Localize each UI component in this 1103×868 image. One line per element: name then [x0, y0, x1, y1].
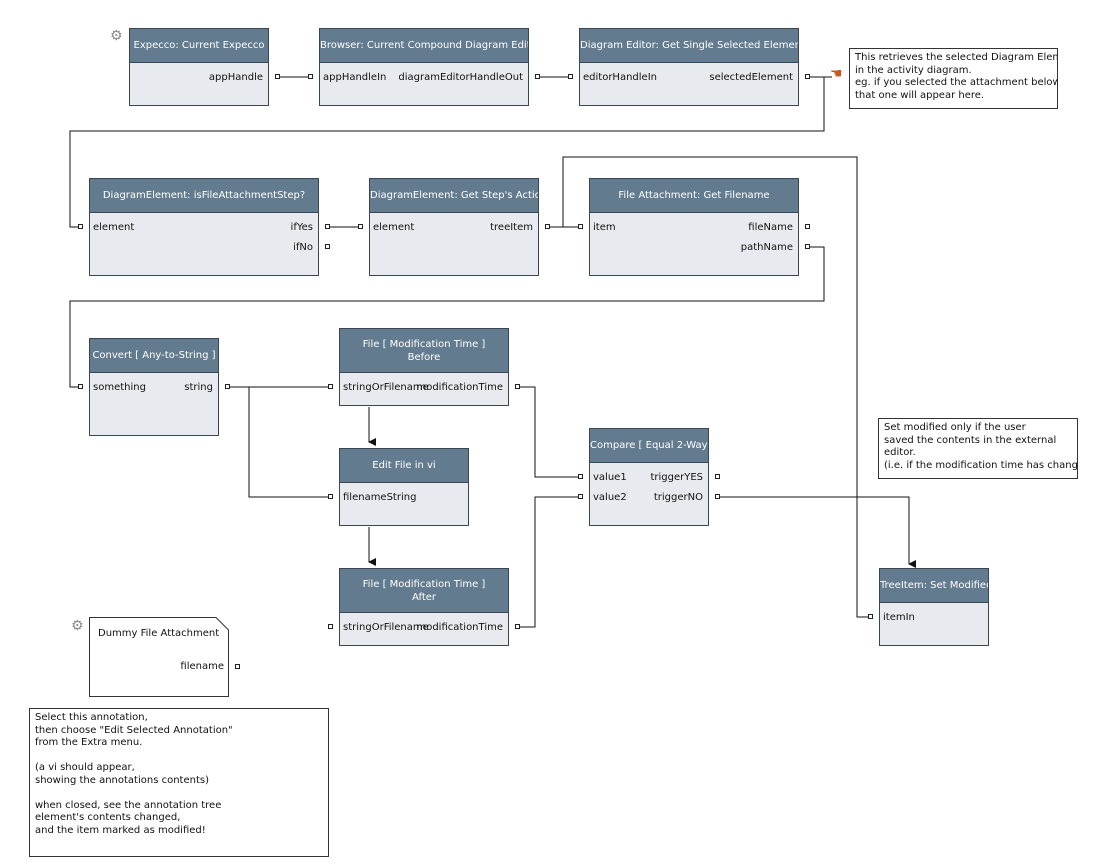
- output-pin[interactable]: [275, 74, 280, 79]
- block-is-file-attachment[interactable]: DiagramElement: isFileAttachmentStep? el…: [89, 178, 319, 276]
- input-pin[interactable]: [578, 474, 583, 479]
- port-label: something: [93, 382, 146, 393]
- block-title: DiagramElement: isFileAttachmentStep?: [90, 179, 318, 213]
- block-title: Edit File in vi: [340, 449, 468, 483]
- block-title-main: File [ Modification Time ]: [362, 578, 486, 590]
- gear-icon: ⚙: [110, 28, 123, 44]
- block-title: File [ Modification Time ] After: [340, 569, 508, 613]
- output-pin[interactable]: [805, 74, 810, 79]
- block-title-sub: Before: [407, 351, 441, 363]
- input-pin[interactable]: [78, 224, 83, 229]
- block-title: Browser: Current Compound Diagram Editor: [320, 29, 528, 63]
- block-browser[interactable]: Browser: Current Compound Diagram Editor…: [319, 28, 529, 106]
- port-label: value1: [593, 472, 627, 483]
- wire-modtime-after: [519, 496, 580, 628]
- input-pin[interactable]: [308, 74, 313, 79]
- block-title-sub: After: [411, 591, 436, 603]
- block-convert[interactable]: Convert [ Any-to-String ] something stri…: [89, 338, 219, 436]
- output-pin[interactable]: [325, 224, 330, 229]
- input-pin[interactable]: [578, 494, 583, 499]
- block-title: Compare [ Equal 2-Way ]: [590, 429, 708, 463]
- block-title: File Attachment: Get Filename: [590, 179, 798, 213]
- wire-modtime-before: [519, 386, 580, 478]
- output-pin[interactable]: [515, 624, 520, 629]
- input-pin[interactable]: [868, 614, 873, 619]
- port-label: fileName: [748, 222, 793, 233]
- dummy-title: Dummy File Attachment: [98, 628, 220, 639]
- block-diagram-editor[interactable]: Diagram Editor: Get Single Selected Elem…: [579, 28, 799, 106]
- output-pin[interactable]: [235, 664, 240, 669]
- block-title: File [ Modification Time ] Before: [340, 329, 508, 373]
- port-label: filename: [180, 661, 224, 672]
- file-attachment-shape: [89, 617, 229, 697]
- port-label: pathName: [740, 242, 793, 253]
- annotation-retrieve[interactable]: This retrieves the selected Diagram Elem…: [849, 48, 1058, 109]
- block-set-modified[interactable]: TreeItem: Set Modified itemIn: [879, 568, 989, 646]
- pointing-hand-icon: ☚: [830, 66, 843, 82]
- wire-pathname: [69, 246, 825, 388]
- dummy-file-attachment[interactable]: Dummy File Attachment filename: [89, 617, 229, 697]
- port-label: appHandle: [208, 72, 263, 83]
- output-pin[interactable]: [225, 384, 230, 389]
- block-edit-file-vi[interactable]: Edit File in vi filenameString: [339, 448, 469, 526]
- input-pin[interactable]: [358, 224, 363, 229]
- output-pin[interactable]: [805, 244, 810, 249]
- port-label: modificationTime: [416, 622, 503, 633]
- output-pin[interactable]: [535, 74, 540, 79]
- port-label: appHandleIn: [323, 72, 387, 83]
- wire-treeitem-itemin: [562, 156, 870, 618]
- input-pin[interactable]: [328, 624, 333, 629]
- block-expecco[interactable]: Expecco: Current Expecco appHandle: [129, 28, 269, 106]
- output-pin[interactable]: [715, 474, 720, 479]
- gear-icon: ⚙: [71, 618, 84, 634]
- port-label: triggerNO: [653, 492, 703, 503]
- block-title-main: File [ Modification Time ]: [362, 338, 486, 350]
- output-pin[interactable]: [715, 494, 720, 499]
- block-title: Expecco: Current Expecco: [130, 29, 268, 63]
- input-pin[interactable]: [578, 224, 583, 229]
- port-label: diagramEditorHandleOut: [398, 72, 523, 83]
- annotation-instructions[interactable]: Select this annotation, then choose "Edi…: [29, 708, 329, 857]
- port-label: triggerYES: [650, 472, 703, 483]
- block-compare[interactable]: Compare [ Equal 2-Way ] value1 value2 tr…: [589, 428, 709, 526]
- port-label: treeItem: [490, 222, 533, 233]
- port-label: selectedElement: [709, 72, 793, 83]
- port-label: stringOrFilename: [343, 622, 429, 633]
- block-mod-time-after[interactable]: File [ Modification Time ] After stringO…: [339, 568, 509, 646]
- port-label: string: [184, 382, 213, 393]
- block-title: TreeItem: Set Modified: [880, 569, 988, 603]
- port-label: value2: [593, 492, 627, 503]
- block-get-step-action[interactable]: DiagramElement: Get Step's Action elemen…: [369, 178, 539, 276]
- input-pin[interactable]: [78, 384, 83, 389]
- block-title: Convert [ Any-to-String ]: [90, 339, 218, 373]
- port-label: ifYes: [290, 222, 313, 233]
- block-title: Diagram Editor: Get Single Selected Elem…: [580, 29, 798, 63]
- output-pin[interactable]: [805, 224, 810, 229]
- output-pin[interactable]: [545, 224, 550, 229]
- port-label: element: [93, 222, 135, 233]
- port-label: ifNo: [293, 242, 313, 253]
- output-pin[interactable]: [515, 384, 520, 389]
- input-pin[interactable]: [568, 74, 573, 79]
- port-label: stringOrFilename: [343, 382, 429, 393]
- port-label: editorHandleIn: [583, 72, 657, 83]
- annotation-set-modified[interactable]: Set modified only if the user saved the …: [878, 418, 1078, 479]
- block-get-filename[interactable]: File Attachment: Get Filename item fileN…: [589, 178, 799, 276]
- input-pin[interactable]: [328, 384, 333, 389]
- input-pin[interactable]: [328, 494, 333, 499]
- wire-triggerno: [719, 496, 916, 568]
- port-label: modificationTime: [416, 382, 503, 393]
- port-label: item: [593, 222, 616, 233]
- port-label: itemIn: [883, 612, 915, 623]
- block-title: DiagramElement: Get Step's Action: [370, 179, 538, 213]
- block-mod-time-before[interactable]: File [ Modification Time ] Before string…: [339, 328, 509, 406]
- wire-string-edit: [248, 387, 330, 498]
- port-label: filenameString: [343, 492, 417, 503]
- port-label: element: [373, 222, 415, 233]
- output-pin[interactable]: [325, 244, 330, 249]
